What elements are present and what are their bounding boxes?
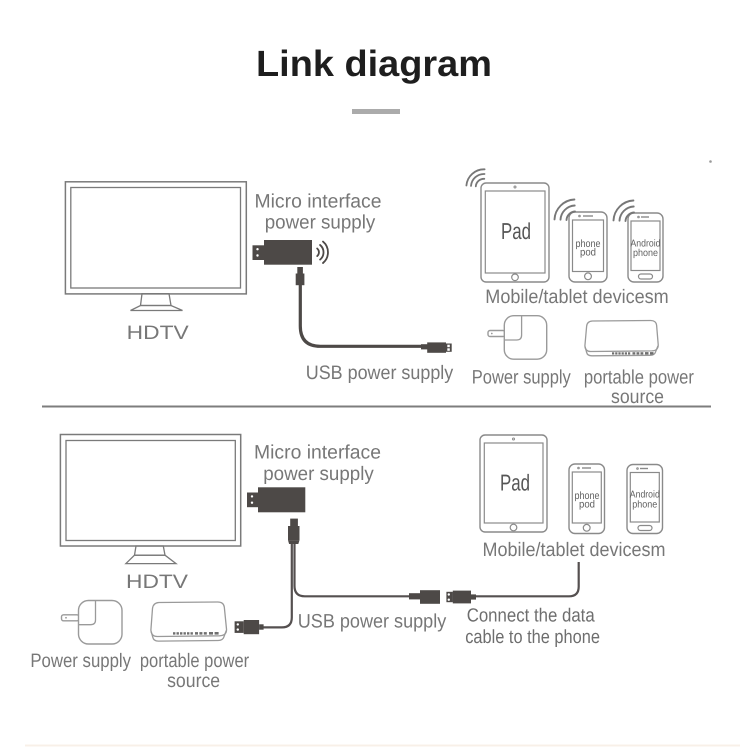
svg-text:phone: phone: [575, 490, 600, 502]
svg-text:Pad: Pad: [500, 469, 530, 495]
svg-text:HDTV: HDTV: [126, 571, 188, 593]
svg-text:source: source: [611, 386, 664, 408]
svg-text:Micro interface: Micro interface: [254, 442, 381, 464]
svg-text:USB power supply: USB power supply: [298, 611, 447, 633]
svg-text:Android: Android: [630, 490, 660, 501]
svg-text:power supply: power supply: [265, 212, 376, 234]
svg-text:Mobile/tablet devicesm: Mobile/tablet devicesm: [485, 286, 668, 308]
svg-text:USB power supply: USB power supply: [306, 362, 454, 384]
svg-text:Power supply: Power supply: [30, 650, 131, 672]
svg-text:Android: Android: [631, 239, 661, 250]
svg-text:portable power: portable power: [140, 650, 250, 672]
svg-text:power supply: power supply: [263, 463, 374, 485]
svg-text:Power supply: Power supply: [472, 367, 571, 389]
svg-text:phone: phone: [576, 238, 601, 250]
svg-text:pod: pod: [580, 247, 596, 259]
svg-text:pod: pod: [579, 499, 595, 511]
svg-text:phone: phone: [633, 248, 658, 259]
svg-text:source: source: [167, 670, 220, 692]
svg-text:phone: phone: [632, 500, 657, 511]
svg-text:Micro interface: Micro interface: [255, 191, 382, 213]
svg-text:Connect the data: Connect the data: [467, 606, 595, 627]
svg-text:cable to the phone: cable to the phone: [465, 627, 600, 648]
svg-text:Mobile/tablet devicesm: Mobile/tablet devicesm: [483, 539, 666, 561]
svg-text:HDTV: HDTV: [127, 322, 189, 344]
svg-text:Pad: Pad: [501, 218, 531, 244]
svg-text:portable power: portable power: [584, 367, 694, 389]
svg-text:Link diagram: Link diagram: [256, 43, 492, 84]
